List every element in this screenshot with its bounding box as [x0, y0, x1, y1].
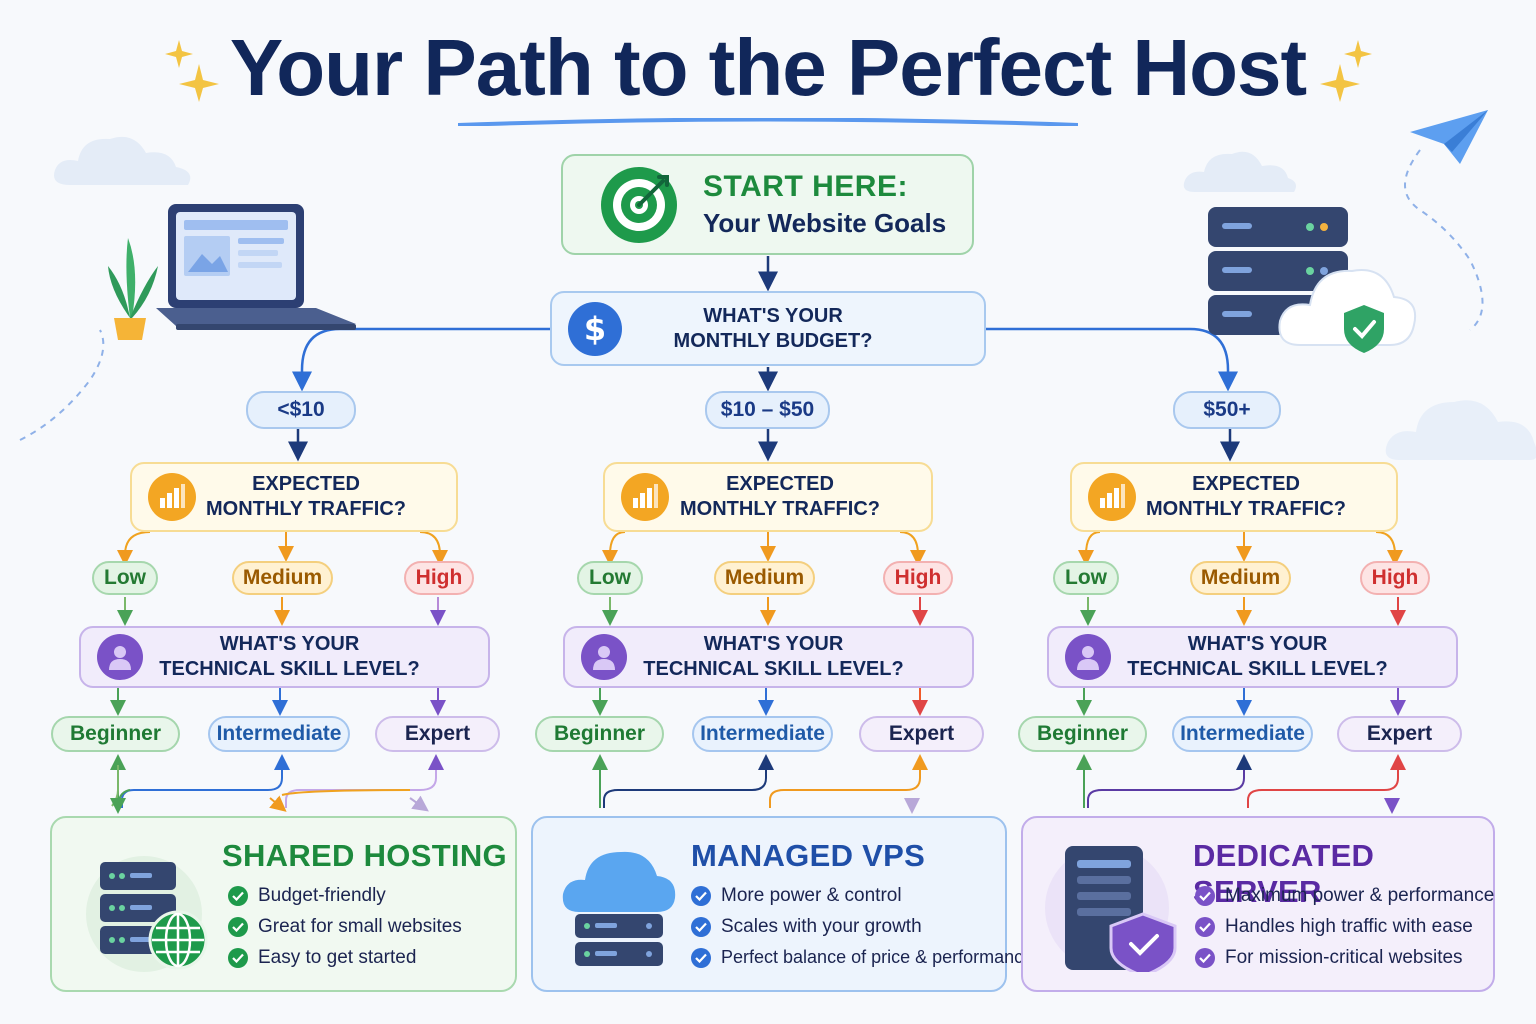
result-bullet: More power & control — [691, 880, 1033, 911]
budget-option-50-plus[interactable]: $50+ — [1173, 391, 1281, 429]
skill-option-expert[interactable]: Expert — [1337, 716, 1462, 752]
check-circle-icon — [228, 885, 248, 906]
budget-question-line1: WHAT'S YOUR — [703, 304, 843, 327]
traffic-option-low[interactable]: Low — [577, 561, 643, 595]
skill-question-box: WHAT'S YOUR TECHNICAL SKILL LEVEL? — [79, 626, 490, 688]
traffic-option-high[interactable]: High — [404, 561, 474, 595]
traffic-question-line1: EXPECTED — [726, 473, 834, 495]
server-globe-icon — [86, 856, 208, 972]
check-circle-icon — [228, 916, 248, 937]
start-subheading: Your Website Goals — [703, 208, 947, 238]
result-managed-vps: MANAGED VPS More power & control Scales … — [531, 816, 1033, 992]
result-bullet: Easy to get started — [228, 942, 462, 973]
skill-question-line2: TECHNICAL SKILL LEVEL? — [643, 658, 904, 680]
sparkle-icon — [1320, 40, 1372, 102]
traffic-option-low[interactable]: Low — [92, 561, 158, 595]
cloud-icon — [1183, 151, 1296, 192]
traffic-question-box: EXPECTED MONTHLY TRAFFIC? — [130, 462, 458, 532]
result-dedicated-server: DEDICATED SERVER Maximum power & perform… — [1021, 816, 1495, 992]
result-bullet: Great for small websites — [228, 911, 462, 942]
server-cloud-icon — [1208, 207, 1416, 353]
start-box: START HERE: Your Website Goals — [561, 154, 974, 255]
check-circle-icon — [691, 916, 711, 937]
result-bullet: Scales with your growth — [691, 911, 1033, 942]
paper-plane-icon — [1410, 110, 1488, 164]
check-circle-icon — [691, 947, 711, 968]
skill-question-line1: WHAT'S YOUR — [1187, 633, 1328, 655]
cloud-icon — [1385, 400, 1536, 460]
user-icon — [1065, 634, 1111, 680]
bar-chart-icon — [148, 473, 196, 521]
cloud-server-icon — [562, 851, 676, 966]
svg-text:$: $ — [584, 310, 606, 348]
skill-option-intermediate[interactable]: Intermediate — [692, 716, 833, 752]
result-title: DEDICATED SERVER — [1193, 838, 1375, 909]
result-bullet: Perfect balance of price & performance — [691, 942, 1033, 973]
user-icon — [97, 634, 143, 680]
result-bullet: For mission-critical websites — [1195, 942, 1494, 973]
sparkle-icon — [165, 40, 219, 102]
check-circle-icon — [1195, 947, 1215, 968]
traffic-option-high[interactable]: High — [883, 561, 953, 595]
bar-chart-icon — [1088, 473, 1136, 521]
traffic-question-box: EXPECTED MONTHLY TRAFFIC? — [1070, 462, 1398, 532]
laptop-icon — [108, 204, 356, 340]
check-circle-icon — [1195, 916, 1215, 937]
traffic-question-line2: MONTHLY TRAFFIC? — [206, 498, 406, 520]
skill-question-line2: TECHNICAL SKILL LEVEL? — [1127, 658, 1388, 680]
skill-question-line1: WHAT'S YOUR — [703, 633, 844, 655]
check-circle-icon — [691, 885, 711, 906]
user-icon — [581, 634, 627, 680]
budget-option-under-10[interactable]: <$10 — [246, 391, 356, 429]
start-heading: START HERE: — [703, 170, 908, 203]
traffic-option-high[interactable]: High — [1360, 561, 1430, 595]
traffic-question-line1: EXPECTED — [1192, 473, 1300, 495]
traffic-option-low[interactable]: Low — [1053, 561, 1119, 595]
dollar-icon: $ — [568, 301, 622, 356]
skill-option-beginner[interactable]: Beginner — [1018, 716, 1147, 752]
traffic-option-medium[interactable]: Medium — [1190, 561, 1291, 595]
skill-question-line1: WHAT'S YOUR — [219, 633, 360, 655]
page-title: Your Path to the Perfect Host — [229, 23, 1307, 112]
budget-option-10-50[interactable]: $10 – $50 — [705, 391, 830, 429]
traffic-question-line2: MONTHLY TRAFFIC? — [680, 498, 880, 520]
traffic-question-line2: MONTHLY TRAFFIC? — [1146, 498, 1346, 520]
traffic-question-line1: EXPECTED — [252, 473, 360, 495]
result-shared-hosting: SHARED HOSTING Budget-friendly Great for… — [50, 816, 517, 992]
target-icon — [601, 166, 677, 243]
skill-question-line2: TECHNICAL SKILL LEVEL? — [159, 658, 420, 680]
check-circle-icon — [228, 947, 248, 968]
skill-option-expert[interactable]: Expert — [859, 716, 984, 752]
traffic-option-medium[interactable]: Medium — [714, 561, 815, 595]
bar-chart-icon — [621, 473, 669, 521]
cloud-icon — [54, 136, 191, 185]
skill-option-intermediate[interactable]: Intermediate — [208, 716, 350, 752]
skill-option-beginner[interactable]: Beginner — [51, 716, 180, 752]
title-underline — [458, 118, 1078, 126]
budget-question-line2: MONTHLY BUDGET? — [673, 329, 873, 352]
traffic-question-box: EXPECTED MONTHLY TRAFFIC? — [603, 462, 933, 532]
budget-question-box: $ WHAT'S YOUR MONTHLY BUDGET? — [550, 291, 986, 366]
skill-question-box: WHAT'S YOUR TECHNICAL SKILL LEVEL? — [563, 626, 974, 688]
skill-question-box: WHAT'S YOUR TECHNICAL SKILL LEVEL? — [1047, 626, 1458, 688]
skill-option-beginner[interactable]: Beginner — [535, 716, 664, 752]
result-bullet: Maximum power & performance — [1195, 880, 1494, 911]
skill-option-intermediate[interactable]: Intermediate — [1172, 716, 1313, 752]
result-title: SHARED HOSTING — [222, 838, 507, 873]
server-shield-icon — [1045, 846, 1177, 972]
skill-option-expert[interactable]: Expert — [375, 716, 500, 752]
traffic-option-medium[interactable]: Medium — [232, 561, 333, 595]
result-title: MANAGED VPS — [691, 838, 926, 873]
check-circle-icon — [1195, 885, 1215, 906]
result-bullet: Handles high traffic with ease — [1195, 911, 1494, 942]
result-bullet: Budget-friendly — [228, 880, 462, 911]
